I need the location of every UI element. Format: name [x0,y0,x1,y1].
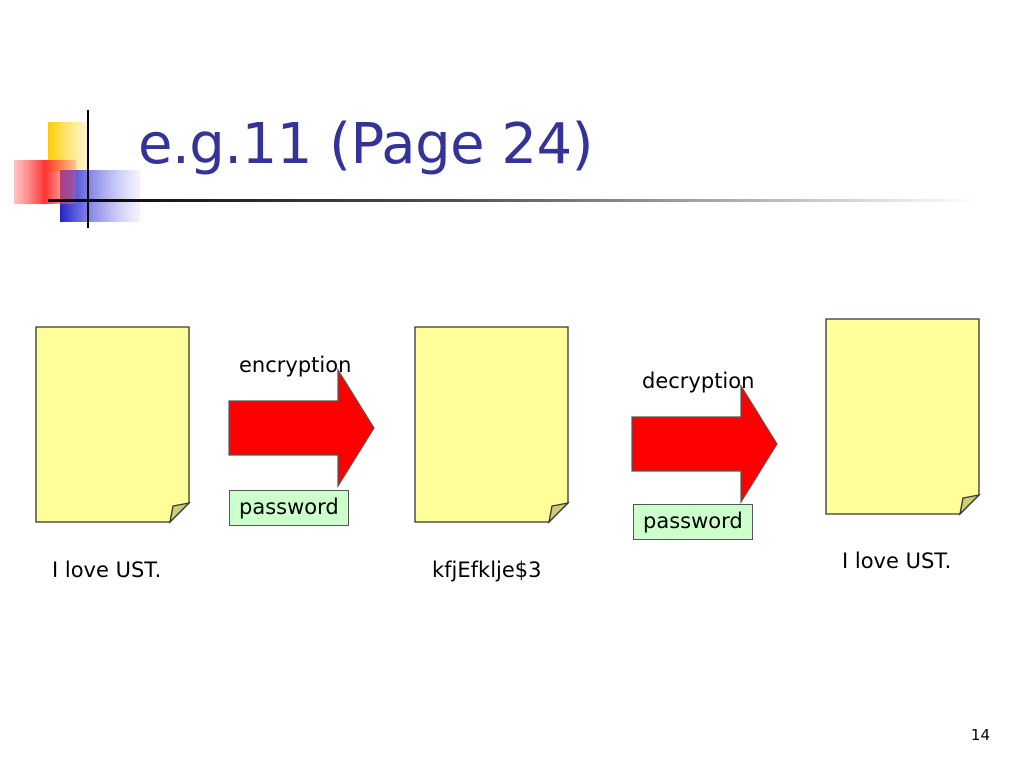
plaintext-document-icon [35,326,191,524]
encryption-password-box: password [229,490,349,526]
slide-number: 14 [970,726,990,744]
encryption-label: encryption [239,353,352,377]
decrypted-caption: I love UST. [842,549,952,573]
decrypted-document-icon [825,318,981,516]
encryption-arrow-icon [228,368,375,488]
decryption-arrow-icon [631,384,778,504]
plaintext-caption: I love UST. [52,558,162,582]
decryption-label: decryption [642,369,755,393]
slide-title: e.g.11 (Page 24) [138,112,593,177]
ciphertext-document-icon [414,326,570,524]
ciphertext-caption: kfjEfklje$3 [432,558,542,582]
decryption-password-box: password [633,504,753,540]
slide-logo [14,110,140,228]
title-underline [48,199,978,202]
